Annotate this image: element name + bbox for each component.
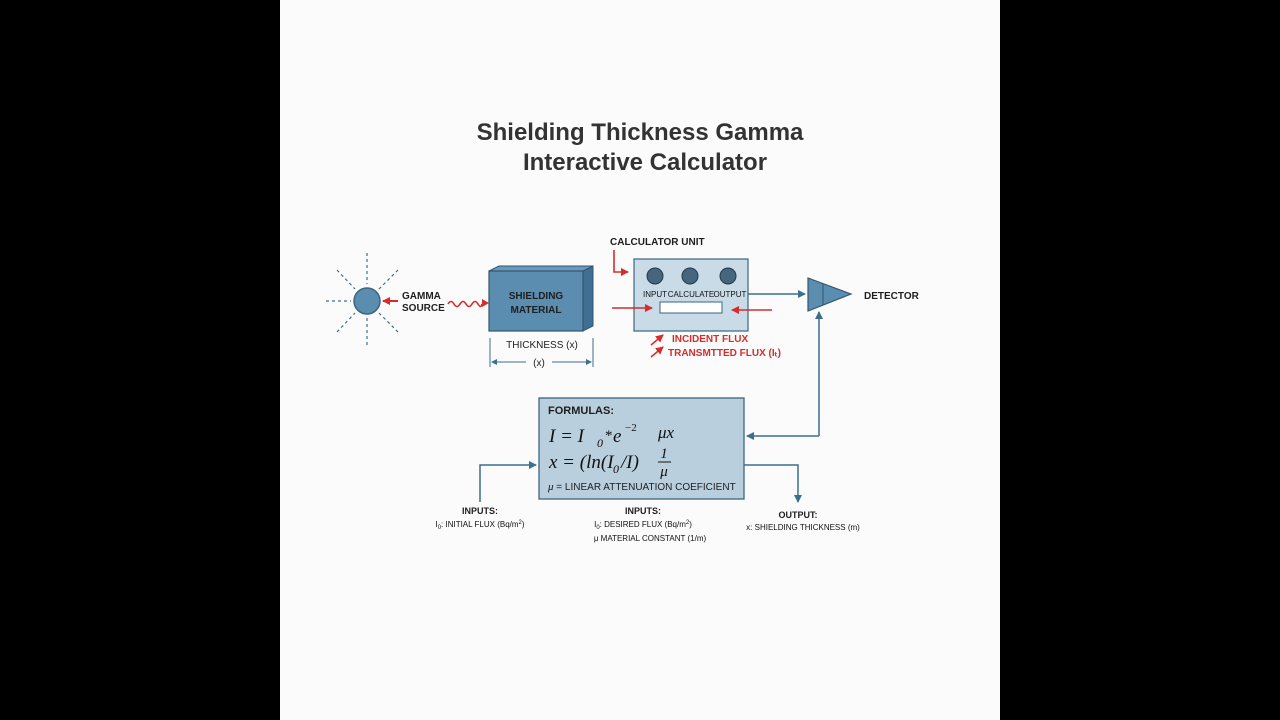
gamma-source-icon <box>326 253 399 347</box>
formula-1-sub: 0 <box>597 436 603 450</box>
formula-2-rest: /I) <box>620 452 639 473</box>
inputs-left-heading: INPUTS: <box>462 506 498 516</box>
output-text: x: SHIELDING THICKNESS (m) <box>746 523 860 532</box>
diagram-canvas: Shielding Thickness Gamma Interactive Ca… <box>280 0 1000 720</box>
formula-1-mu-x: μx <box>657 423 675 442</box>
formula-1-e: e <box>613 426 621 447</box>
shielding-label-1: SHIELDING <box>509 291 564 302</box>
diagram-svg: Shielding Thickness Gamma Interactive Ca… <box>326 119 920 543</box>
incident-flux-label: INCIDENT FLUX <box>672 334 748 345</box>
inputs-left-text: I0: INITIAL FLUX (Bq/m2) <box>435 520 524 531</box>
formula-2-numerator: 1 <box>660 446 668 462</box>
formula-1-exponent: −2 <box>625 422 637 434</box>
formulas-box <box>538 397 745 500</box>
flux-indicator-arrows <box>650 334 664 358</box>
formula-2-denominator: μ <box>659 464 668 480</box>
thickness-dimension <box>489 338 594 367</box>
formula-1-star: * <box>605 428 613 444</box>
input-knob[interactable] <box>646 267 664 285</box>
formulas-heading: FORMULAS: <box>548 405 614 417</box>
calculator-display <box>659 301 723 314</box>
calculator-unit-label: CALCULATOR UNIT <box>610 237 705 248</box>
calculator-pointer-arrow <box>613 250 629 276</box>
left-input-arrow <box>479 461 537 502</box>
formula-2-lhs: x = (ln(I <box>548 452 615 473</box>
thickness-label: THICKNESS (x) <box>506 340 578 351</box>
output-knob[interactable] <box>719 267 737 285</box>
inputs-mid-text: I0: DESIRED FLUX (Bq/m2) <box>594 520 692 531</box>
output-arrow <box>744 464 802 503</box>
inputs-mid-line-2: μ MATERIAL CONSTANT (1/m) <box>594 534 707 543</box>
gamma-ray-arrowhead <box>482 299 489 307</box>
knob-label-input: INPUT <box>643 290 667 299</box>
formula-2-sub: 0 <box>613 462 619 476</box>
thickness-dim-label: (x) <box>533 358 545 369</box>
formula-1-lhs: I = I <box>548 426 586 447</box>
knob-label-calculate: CALCULATE <box>668 290 715 299</box>
gamma-source-label-1: GAMMA <box>402 291 441 302</box>
inputs-mid-heading: INPUTS: <box>625 506 661 516</box>
detector-icon <box>807 277 853 312</box>
detector-label: DETECTOR <box>864 291 920 302</box>
output-heading: OUTPUT: <box>779 510 818 520</box>
knob-label-output: OUTPUT <box>714 290 747 299</box>
shielding-label-2: MATERIAL <box>511 305 562 316</box>
mu-definition: μ = LINEAR ATTENUATION COEFICIENT <box>547 481 736 493</box>
calculate-knob[interactable] <box>681 267 699 285</box>
title-line-1: Shielding Thickness Gamma <box>477 119 804 146</box>
transmitted-flux-label: TRANSMTTED FLUX (Iₜ) <box>668 348 781 359</box>
gamma-source-label-2: SOURCE <box>402 303 445 314</box>
title-line-2: Interactive Calculator <box>523 149 767 176</box>
shielding-material-block <box>488 265 594 332</box>
gamma-ray-wave <box>447 300 483 308</box>
